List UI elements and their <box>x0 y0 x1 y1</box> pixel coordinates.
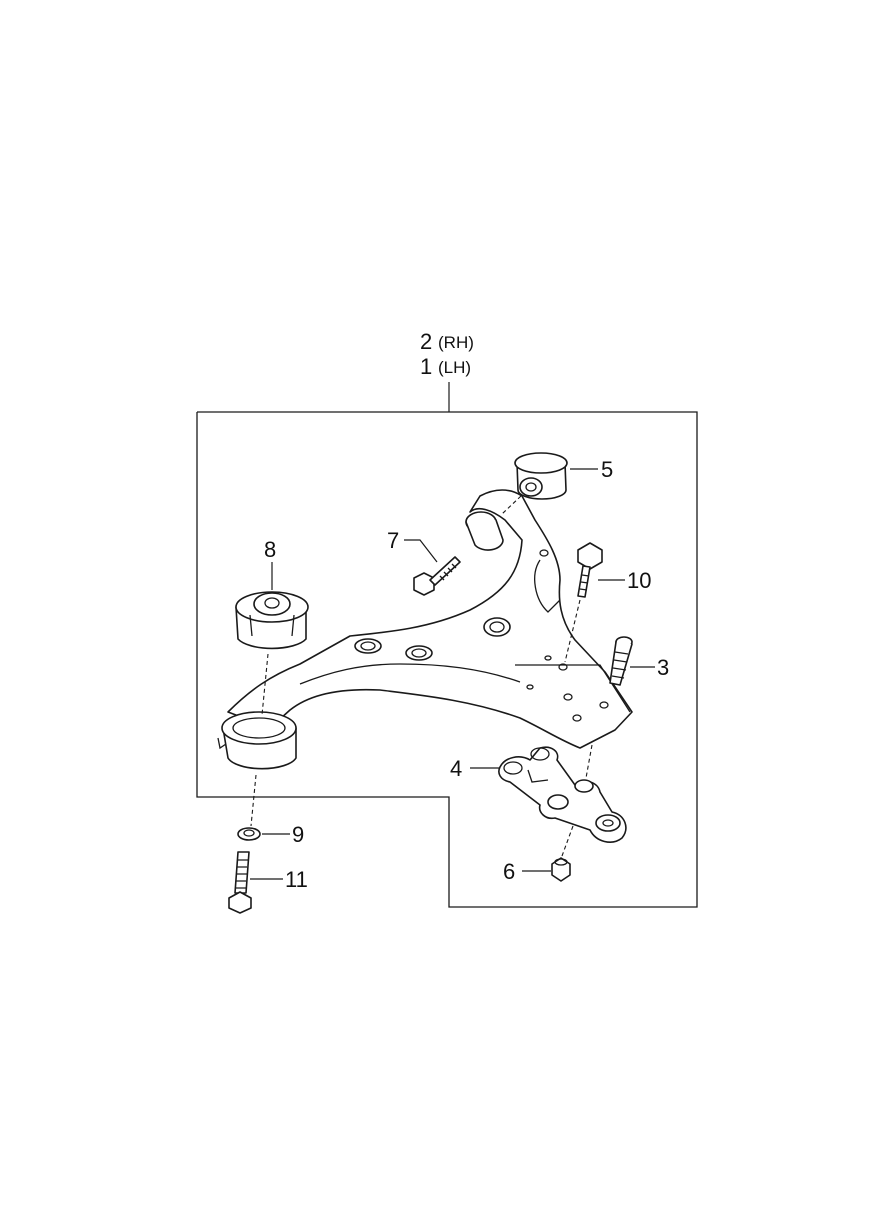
callout-7-leader <box>404 539 438 563</box>
assembly-lh-number: 1 <box>420 354 432 379</box>
stud-part-3 <box>609 636 633 686</box>
ball-joint-plate-part-4 <box>498 746 627 843</box>
washer-9-alignment-line <box>250 774 257 827</box>
bushing-8-alignment-line <box>261 653 269 716</box>
assembly-rh-suffix: (RH) <box>438 333 474 352</box>
assembly-frame <box>196 411 698 908</box>
nut-6-alignment-line <box>561 825 574 857</box>
bushing-part-5 <box>514 452 568 500</box>
rear-bushing-housing <box>217 711 297 770</box>
callout-9: 9 <box>292 822 304 847</box>
callout-10: 10 <box>627 568 651 593</box>
assembly-lh-suffix: (LH) <box>438 358 471 377</box>
bushing-part-8 <box>235 591 309 650</box>
callout-3: 3 <box>657 655 669 680</box>
callout-5: 5 <box>601 457 613 482</box>
assembly-rh-number: 2 <box>420 329 432 354</box>
bolt-part-10 <box>577 542 603 598</box>
lower-control-arm <box>227 489 633 749</box>
callout-6: 6 <box>503 859 515 884</box>
bolt-part-11 <box>228 851 252 914</box>
bushing-5-alignment-line <box>501 495 522 515</box>
callout-7: 7 <box>387 528 399 553</box>
callout-4: 4 <box>450 756 462 781</box>
plate-stud-alignment-line <box>585 744 593 779</box>
front-bushing-sleeve <box>465 511 504 551</box>
callout-11: 11 <box>285 867 308 892</box>
callout-8: 8 <box>264 537 276 562</box>
bolt-part-7 <box>413 556 461 596</box>
nut-part-6 <box>551 857 571 882</box>
washer-part-9 <box>237 827 261 841</box>
bolt-10-alignment-line <box>564 599 581 663</box>
